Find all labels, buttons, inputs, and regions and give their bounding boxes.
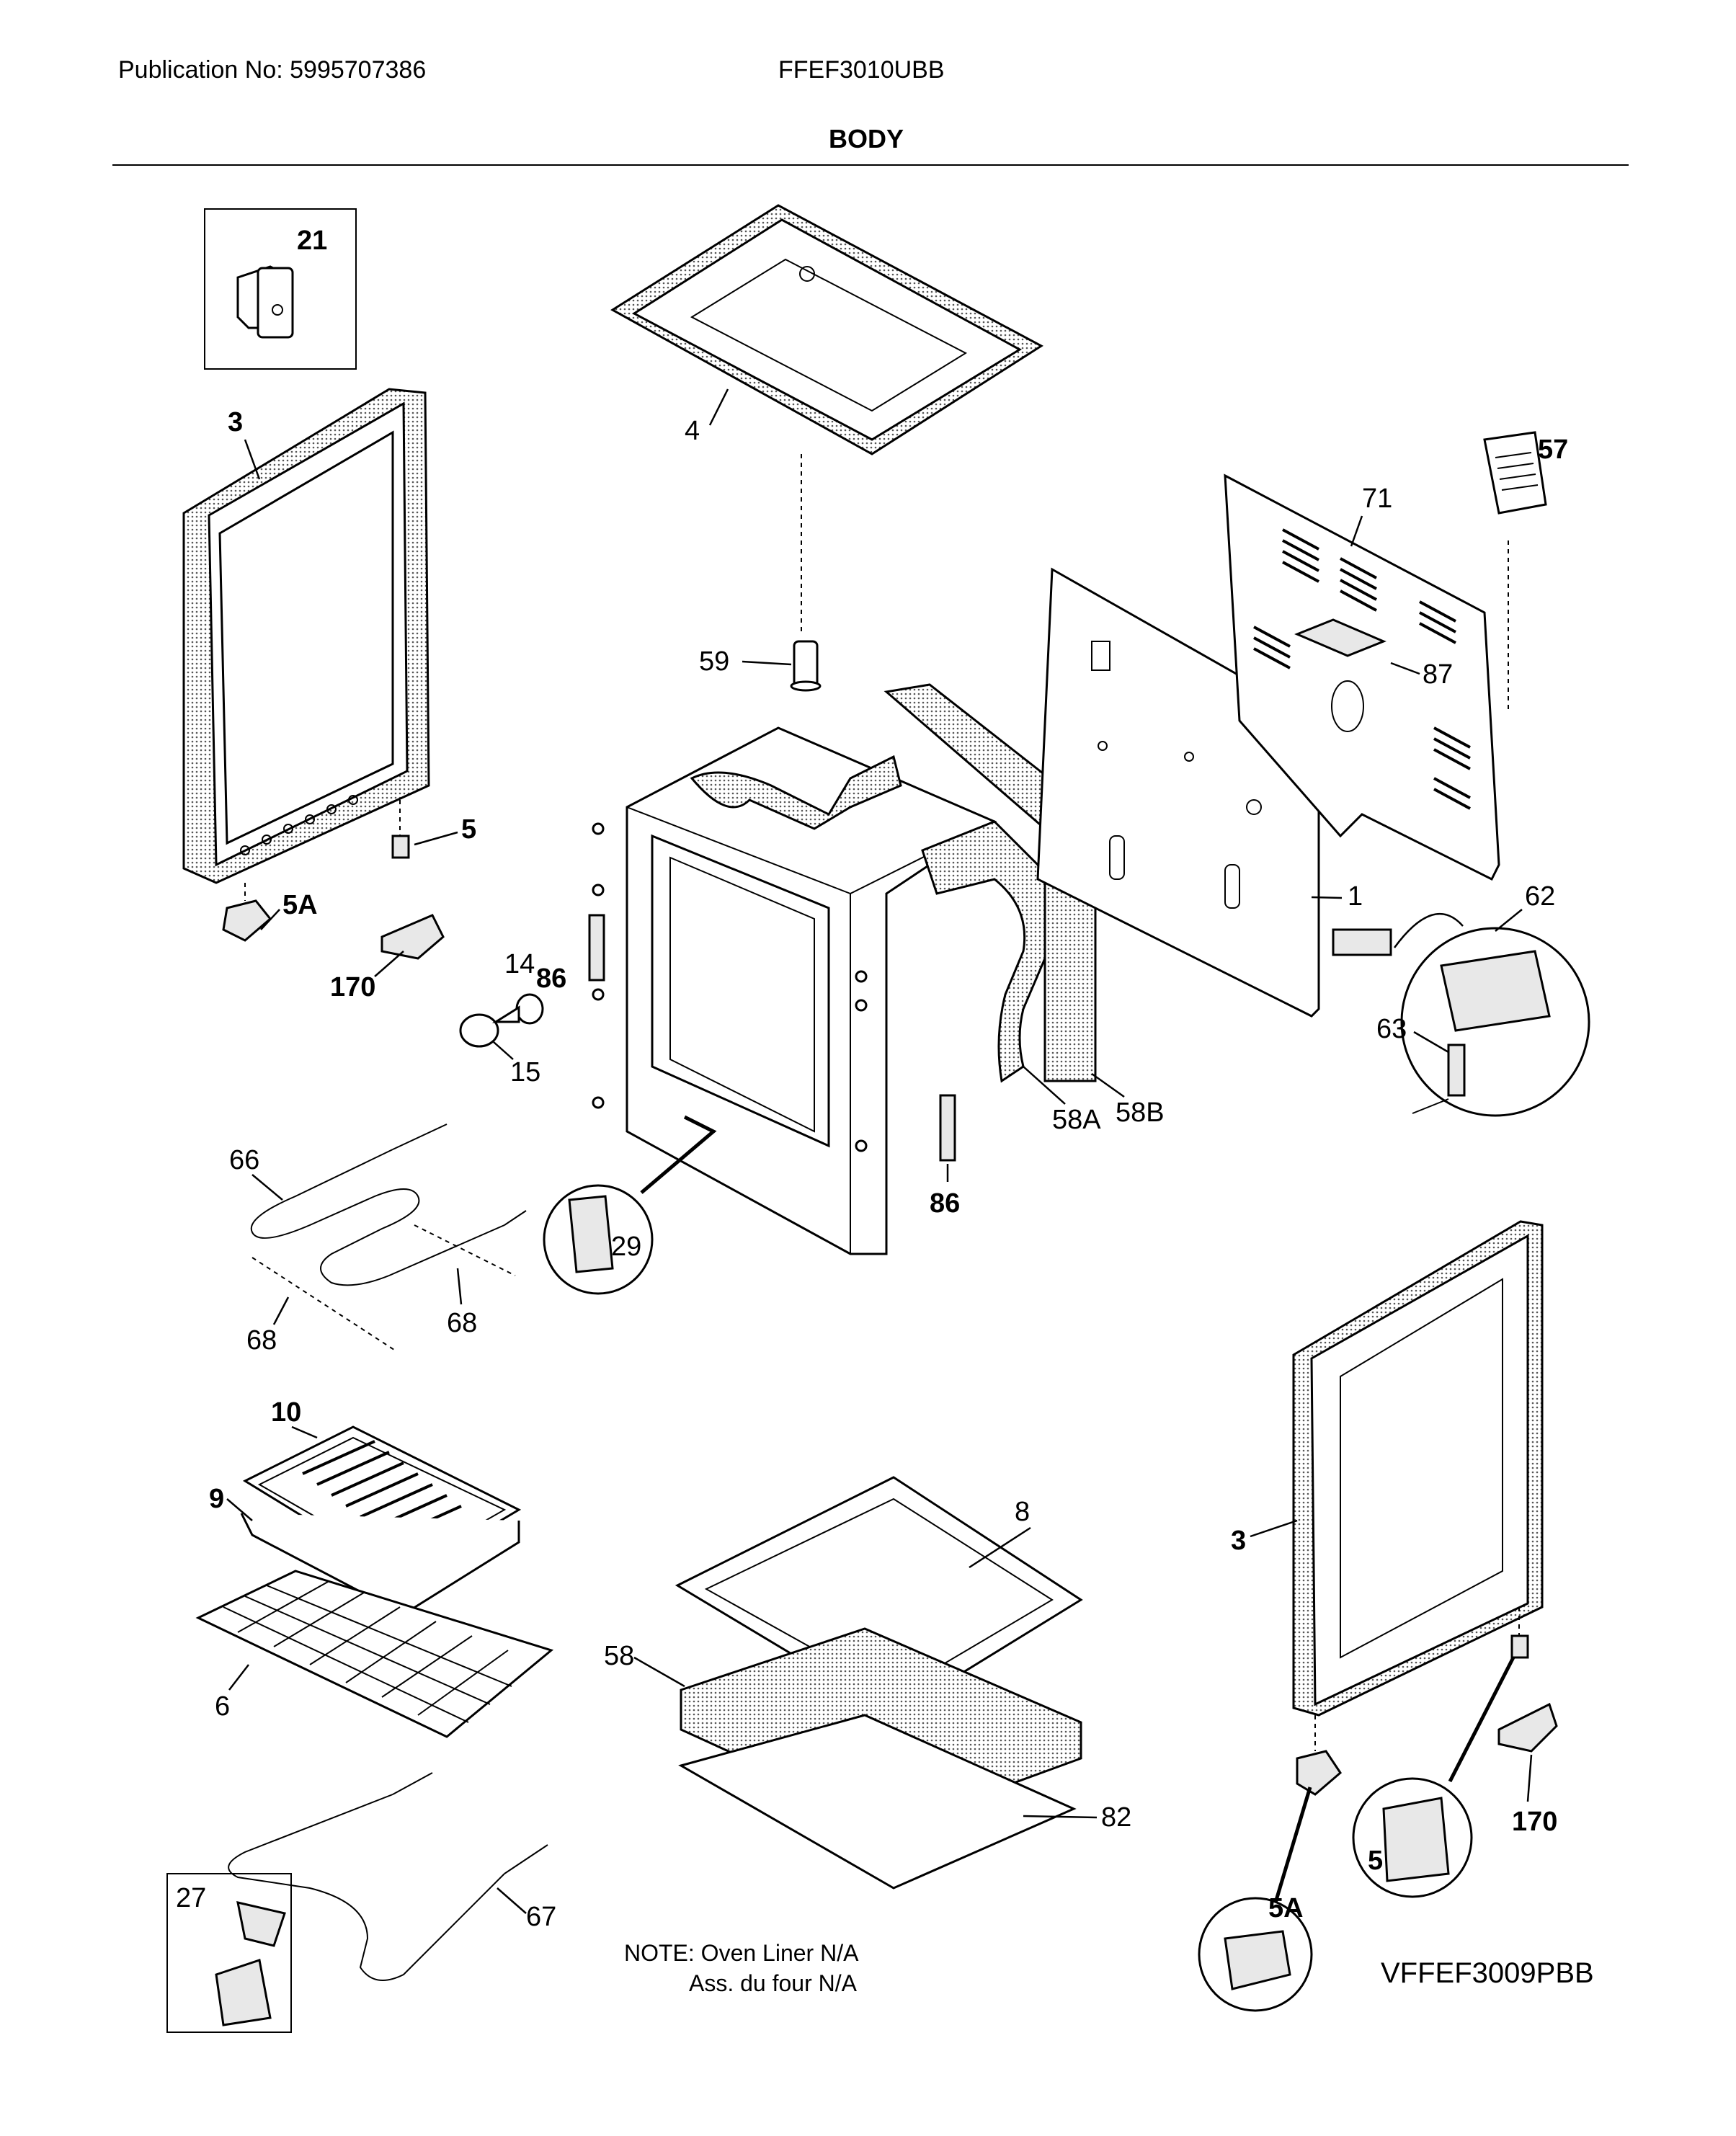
callout-10: 10 xyxy=(271,1397,301,1428)
part-86-hinges: 86 86 xyxy=(536,914,960,1219)
callout-4: 4 xyxy=(685,416,700,446)
model-number: FFEF3010UBB xyxy=(778,56,945,84)
figure-code: VFFEF3009PBB xyxy=(1381,1957,1594,1989)
note-line-1: NOTE: Oven Liner N/A xyxy=(624,1940,859,1966)
callout-21: 21 xyxy=(297,226,327,256)
publication-number: Publication No: 5995707386 xyxy=(118,56,427,84)
part-5-5a-170-right: 170 5 5A xyxy=(1198,1607,1558,2012)
callout-68-right: 68 xyxy=(447,1308,477,1338)
part-5-5a-170-left: 5 5A 170 xyxy=(222,800,476,1002)
part-8-58-82-drawer: 8 58 82 xyxy=(604,1476,1131,1890)
callout-1: 1 xyxy=(1348,881,1363,912)
callout-62: 62 xyxy=(1525,881,1555,912)
callout-57: 57 xyxy=(1538,435,1568,465)
callout-15: 15 xyxy=(510,1057,540,1087)
part-14-15-lamp: 14 15 xyxy=(459,949,544,1087)
callout-68-left: 68 xyxy=(246,1325,277,1356)
callout-58b: 58B xyxy=(1116,1098,1165,1128)
callout-67: 67 xyxy=(526,1902,556,1932)
part-71-rear-cover: 71 87 xyxy=(1224,473,1500,881)
callout-5a-left: 5A xyxy=(282,890,318,920)
note-line-2: Ass. du four N/A xyxy=(689,1970,857,1996)
callout-66: 66 xyxy=(229,1145,259,1175)
callout-8: 8 xyxy=(1015,1497,1030,1527)
callout-9: 9 xyxy=(209,1484,224,1514)
part-3-left-side-panel: 3 xyxy=(182,388,430,884)
callout-14: 14 xyxy=(504,949,535,979)
section-title: BODY xyxy=(829,124,904,153)
callout-86-bottom: 86 xyxy=(930,1188,960,1219)
callout-58a: 58A xyxy=(1052,1105,1101,1135)
part-57-cover: 57 xyxy=(1483,431,1568,713)
part-66-broil-element: 66 68 68 xyxy=(229,1123,527,1356)
callout-3-left: 3 xyxy=(228,407,243,437)
callout-59: 59 xyxy=(699,646,729,677)
part-59-post: 59 xyxy=(699,640,822,692)
part-3-right-side-panel: 3 xyxy=(1231,1220,1544,1717)
callout-86-top: 86 xyxy=(536,964,566,994)
part-62-63-terminal-block: 62 63 xyxy=(1332,881,1590,1117)
header-rule xyxy=(112,164,1629,166)
part-27-inset: 27 xyxy=(166,1873,292,2033)
callout-82: 82 xyxy=(1101,1802,1131,1833)
callout-87: 87 xyxy=(1423,659,1453,690)
part-21-inset: 21 xyxy=(204,208,357,370)
callout-29: 29 xyxy=(611,1232,641,1262)
callout-5-left: 5 xyxy=(461,814,476,845)
callout-63: 63 xyxy=(1376,1014,1407,1044)
callout-5a-right: 5A xyxy=(1268,1893,1304,1923)
part-29-detail: 29 xyxy=(543,1115,717,1295)
callout-3-right: 3 xyxy=(1231,1526,1246,1556)
callout-170-left: 170 xyxy=(330,972,375,1002)
callout-6: 6 xyxy=(215,1691,230,1722)
part-6-oven-rack: 6 xyxy=(195,1570,554,1738)
callout-170-right: 170 xyxy=(1512,1807,1557,1837)
callout-71: 71 xyxy=(1362,484,1392,514)
callout-5-right: 5 xyxy=(1368,1846,1383,1876)
callout-27: 27 xyxy=(176,1883,206,1913)
callout-58: 58 xyxy=(604,1641,634,1671)
part-10-9-broiler-pan: 10 9 xyxy=(209,1397,522,1616)
part-4-top-panel: 4 xyxy=(610,204,1043,634)
part-67-bake-element: 67 xyxy=(228,1772,556,1981)
